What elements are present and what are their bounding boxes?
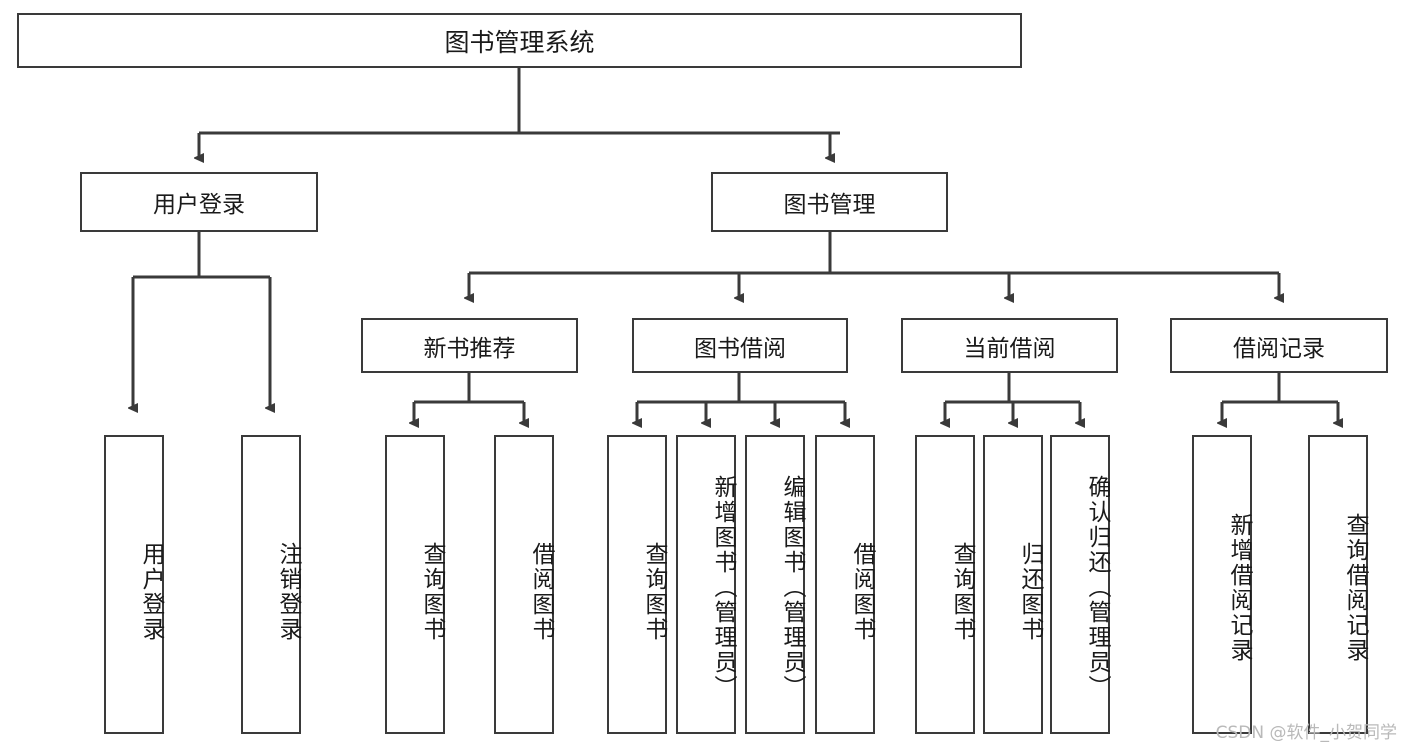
node-current-borrow[interactable]: 当前借阅 — [901, 318, 1118, 373]
leaf-edit-book-admin[interactable]: 编辑图书（管理员） — [745, 435, 805, 734]
leaf-user-logout[interactable]: 注销登录 — [241, 435, 301, 734]
leaf-borrow-book[interactable]: 借阅图书 — [815, 435, 875, 734]
leaf-query-book-current[interactable]: 查询图书 — [915, 435, 975, 734]
leaf-return-book[interactable]: 归还图书 — [983, 435, 1043, 734]
leaf-query-book-recommend[interactable]: 查询图书 — [385, 435, 445, 734]
leaf-borrow-book-recommend[interactable]: 借阅图书 — [494, 435, 554, 734]
leaf-query-borrow-record[interactable]: 查询借阅记录 — [1308, 435, 1368, 734]
leaf-user-login[interactable]: 用户登录 — [104, 435, 164, 734]
node-borrow-record[interactable]: 借阅记录 — [1170, 318, 1388, 373]
node-book-borrow[interactable]: 图书借阅 — [632, 318, 848, 373]
watermark: CSDN @软件_小贺同学 — [1215, 723, 1397, 743]
leaf-confirm-return-admin[interactable]: 确认归还（管理员） — [1050, 435, 1110, 734]
leaf-add-borrow-record[interactable]: 新增借阅记录 — [1192, 435, 1252, 734]
node-user-login[interactable]: 用户登录 — [80, 172, 318, 232]
node-book-management[interactable]: 图书管理 — [711, 172, 948, 232]
node-root[interactable]: 图书管理系统 — [17, 13, 1022, 68]
node-new-book-recommend[interactable]: 新书推荐 — [361, 318, 578, 373]
leaf-add-book-admin[interactable]: 新增图书（管理员） — [676, 435, 736, 734]
leaf-query-book-borrow[interactable]: 查询图书 — [607, 435, 667, 734]
